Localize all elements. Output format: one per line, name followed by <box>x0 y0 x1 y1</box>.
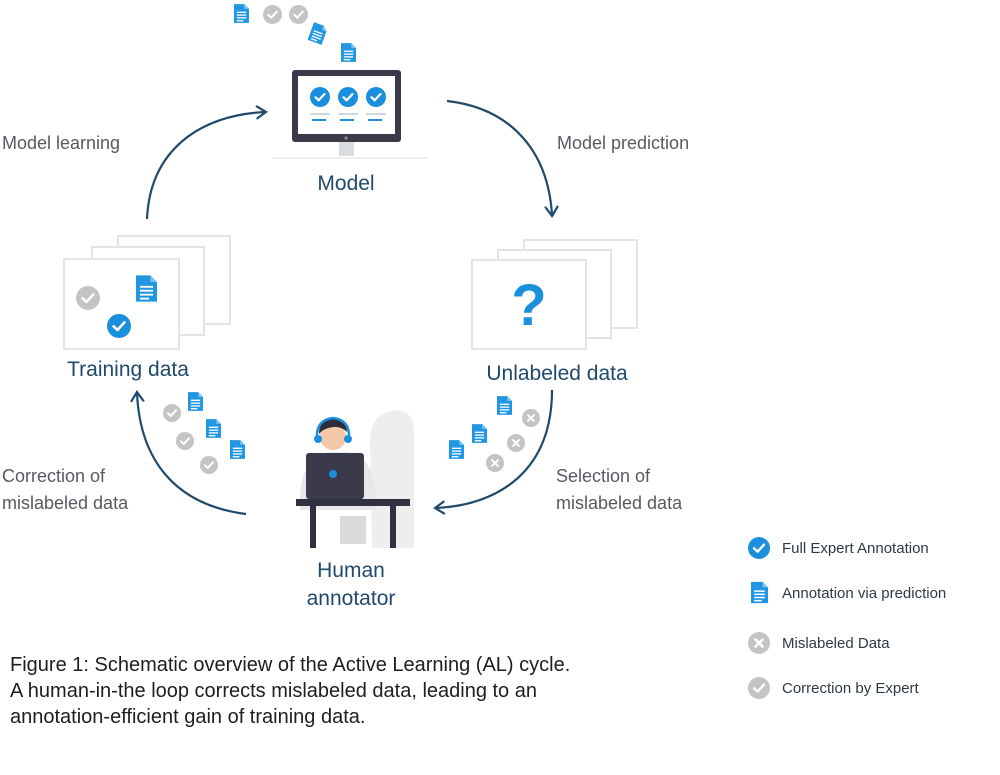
selection-arrow <box>436 389 554 508</box>
legend-label: Full Expert Annotation <box>782 539 929 557</box>
document-icon <box>230 440 245 459</box>
node-label-unlabeled-data: Unlabeled data <box>486 362 628 385</box>
node-label-training-data: Training data <box>67 358 189 381</box>
document-icon <box>449 440 464 459</box>
check-grey-icon <box>748 677 770 699</box>
check-grey-icon <box>76 286 100 310</box>
model-learning-arrow <box>145 112 265 220</box>
legend-item-mislabeled-data: Mislabeled Data <box>748 631 890 655</box>
legend-item-full-expert-annotation: Full Expert Annotation <box>748 536 929 560</box>
document-icon <box>136 275 157 302</box>
document-icon <box>497 396 512 415</box>
legend-label: Mislabeled Data <box>782 634 890 652</box>
edge-label-correction: Correction of mislabeled data <box>2 466 129 513</box>
check-grey-icon <box>200 456 218 474</box>
check-filled-icon <box>107 314 131 338</box>
document-icon <box>188 392 203 411</box>
edge-label-model-learning: Model learning <box>2 133 121 153</box>
check-grey-icon <box>289 5 308 24</box>
legend-label: Correction by Expert <box>782 679 919 697</box>
training-data-stack <box>63 235 231 350</box>
edge-label-model-prediction: Model prediction <box>557 133 690 153</box>
document-icon <box>341 43 356 62</box>
question-mark: ? <box>511 273 546 338</box>
node-label-model: Model <box>317 172 375 195</box>
human-annotator-illustration <box>296 410 414 548</box>
document-icon <box>472 424 487 443</box>
check-filled-icon <box>310 87 330 107</box>
check-grey-icon <box>263 5 282 24</box>
model-prediction-arrow <box>446 99 552 215</box>
legend-item-annotation-via-prediction: Annotation via prediction <box>748 581 946 605</box>
monitor-illustration <box>272 70 428 159</box>
node-label-human-annotator: Human annotator <box>306 559 396 610</box>
document-icon <box>206 419 221 438</box>
cross-circle-icon <box>486 454 504 472</box>
top-flying-icons <box>234 4 356 62</box>
selection-icons <box>449 396 540 472</box>
document-icon <box>234 4 249 23</box>
check-grey-icon <box>163 404 181 422</box>
document-icon <box>751 581 768 604</box>
edge-label-selection: Selection of mislabeled data <box>556 466 683 513</box>
document-icon <box>307 22 329 45</box>
check-filled-icon <box>748 537 770 559</box>
legend-label: Annotation via prediction <box>782 584 947 602</box>
legend-item-correction-by-expert: Correction by Expert <box>748 676 919 700</box>
check-grey-icon <box>176 432 194 450</box>
figure-caption: Figure 1: Schematic overview of the Acti… <box>10 654 571 728</box>
check-filled-icon <box>366 87 386 107</box>
cross-circle-icon <box>507 434 525 452</box>
correction-arrow <box>137 393 247 516</box>
cross-circle-icon <box>748 632 770 654</box>
cross-circle-icon <box>522 409 540 427</box>
correction-icons <box>163 392 245 474</box>
check-filled-icon <box>338 87 358 107</box>
unlabeled-data-stack <box>471 239 638 350</box>
